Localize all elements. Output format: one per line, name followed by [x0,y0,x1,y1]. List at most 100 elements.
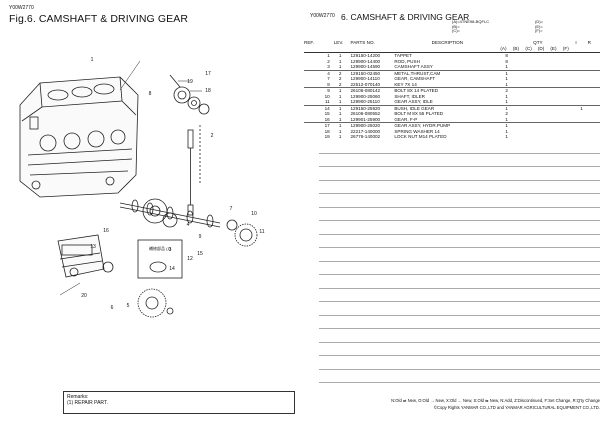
blank-row-line [319,368,600,370]
qty-b-cell [513,134,525,140]
qty-f-cell [562,104,576,111]
lev-cell: 1 [333,122,347,129]
qty-e-cell [550,122,563,129]
lev-cell: 1 [338,128,342,134]
description-cell: BOLT M 8X 55 PLATED [394,111,444,116]
callout-6: 6 [111,305,114,311]
callout-5: 5 [127,303,130,309]
parts-no-cell: 129900-25060 [350,93,381,99]
blank-row-line [319,301,600,302]
interchange-cell: 1 [575,104,588,111]
qty-a-cell: 8 [505,53,508,58]
qty-col-f: (F) [562,46,576,53]
blank-row-line [319,206,600,208]
callout-20: 20 [81,293,87,299]
qty-a-cell: 8 [505,58,508,64]
parts-no-cell: 129900-25110 [350,99,380,104]
header-qty: QTY [533,40,543,46]
callout-11: 11 [259,229,264,235]
qty-col-b: (B) [512,46,526,53]
qty-b-cell [512,122,526,129]
qty-d-cell [537,87,551,94]
callout-17: 17 [205,71,211,77]
description-cell: BUSH, IDLE GEAR [394,104,501,111]
fuel-pump-drawing [57,234,105,278]
lev-cell: 1 [338,58,342,64]
remark-cell [587,104,600,111]
header-parts-no: PARTS NO. [350,40,375,46]
interchange-cell [575,122,588,129]
parts-table: REF. LEV. PARTS NO. DESCRIPTION QTY I R … [304,40,600,140]
header-ref: REF. [304,40,314,46]
blank-row-line [319,382,600,383]
ref-cell: 4 [304,69,334,76]
engine-block-drawing [19,76,139,198]
parts-no-cell: 129900-14110 [350,76,380,81]
ref-cell: 14 [304,104,334,111]
ref-cell: 18 [324,128,330,134]
header-r: R [587,40,591,46]
qty-col-a: (A) [500,46,513,53]
hydraulic-pump-gear-drawing [169,74,210,115]
lev-cell: 1 [338,99,342,104]
callout-16: 16 [103,228,109,234]
blank-row-line [319,193,600,194]
lev-cell: 1 [333,87,347,94]
remarks-text: (1) REPAIR PART. [67,400,108,406]
description-cell: BOLT 8X 14 PLATED [394,87,501,94]
qty-f-cell [562,69,576,76]
description-cell: SPRING WASHER 14 [394,128,440,134]
blank-row-line [319,166,600,167]
parts-no-cell: 22512-070140 [350,81,381,87]
qty-f-cell [562,122,576,129]
header-lev: LEV. [333,40,344,46]
parts-no-cell: 22217-140000 [350,128,381,134]
header-i: I [575,40,577,46]
remark-cell [588,134,600,140]
qty-a-cell: 1 [505,76,508,81]
qty-f-cell [562,87,576,94]
remark-cell [587,87,600,94]
blank-row-line [319,341,600,343]
exploded-diagram: 1 2 3 4 5 6 7 8 9 10 11 12 13 14 15 16 1… [19,57,265,318]
change-legend: N:Old ⇄ New, O:Old → New, X:Old ← New, S… [391,398,600,403]
description-cell: GEAR, CAMSHAFT [394,76,436,81]
qty-a-cell: 1 [505,99,508,104]
model-code-c: (C)= [452,28,460,34]
parts-no-cell: 129900-25020 [346,122,395,129]
blank-row-line [319,220,600,221]
callout-2: 2 [211,133,214,139]
idle-gear-drawing [226,219,258,247]
ref-cell: 1 [327,53,330,58]
model-code-b: (B)= [452,23,460,29]
qty-e-cell [550,69,563,76]
lev-cell: 1 [338,134,342,139]
description-cell: GEAR ASSY, HYDR.PUMP [394,122,501,129]
callout-10: 10 [251,211,257,217]
qty-a-cell: 1 [500,122,513,129]
blank-row-line [319,287,600,289]
qty-col-c: (C) [525,46,538,53]
qty-col-e: (E) [550,46,563,53]
lev-cell: 1 [338,111,342,116]
parts-no-cell: 129150-02450 [346,69,395,76]
lev-cell: 1 [338,64,342,69]
left-page-code: Y00W2770 [9,5,34,11]
ref-cell: 10 [324,93,330,99]
ref-cell: 9 [304,87,334,94]
interchange-cell [575,87,588,94]
fp-gear-drawing [102,261,174,318]
copyright: ©Copy Rights YANMAR CO.,LTD and YANMAR A… [433,405,600,410]
callout-3: 3 [169,247,172,253]
qty-d-cell [537,104,551,111]
callout-4: 4 [187,222,190,228]
description-cell: SHAFT, IDLER [394,93,425,99]
